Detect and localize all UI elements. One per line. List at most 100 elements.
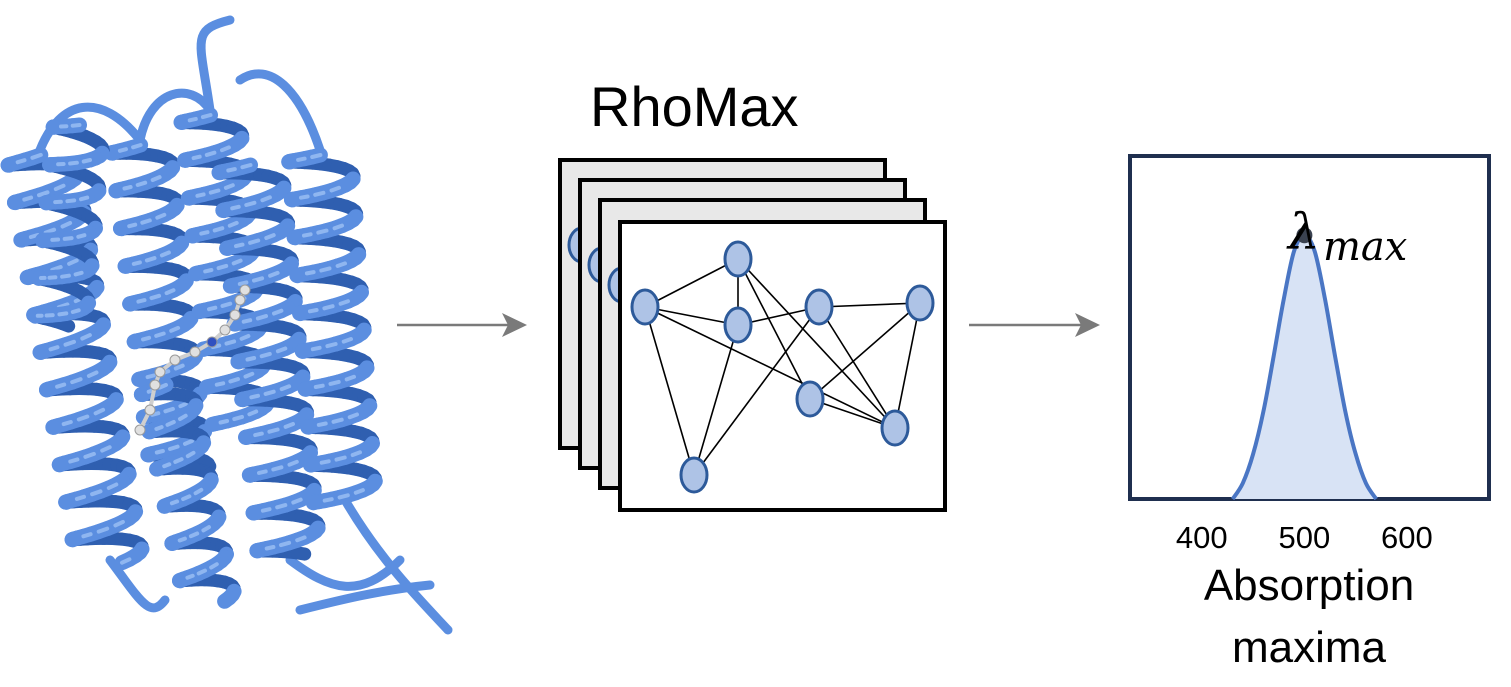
helix-highlight: [302, 232, 313, 238]
helix-highlight: [188, 531, 200, 539]
retinal-chromophore: [134, 284, 251, 436]
helix-highlight: [178, 413, 188, 421]
protein-loop: [340, 495, 453, 635]
helix-ribbon-segment: [55, 317, 76, 333]
helix-highlight: [228, 377, 240, 384]
spectrum-area: [1232, 235, 1377, 499]
helix-highlight: [299, 194, 310, 200]
helix-highlight: [181, 494, 192, 502]
helix-highlight: [253, 431, 264, 438]
helix-highlight: [57, 311, 69, 317]
x-tick-label: 400: [1176, 520, 1228, 555]
x-tick-labels: 400 500 600: [1176, 520, 1433, 555]
helix-highlight: [93, 407, 106, 416]
helix-highlight: [230, 204, 241, 211]
helix-highlight: [127, 222, 138, 229]
chromophore-atom: [169, 354, 181, 366]
helix-highlight: [263, 389, 276, 396]
helix-highlight: [214, 381, 226, 387]
helix-highlight: [131, 143, 143, 150]
chromophore-atom: [149, 379, 161, 391]
helix-highlight: [322, 497, 334, 503]
helix-highlight: [144, 256, 157, 263]
helix-highlight: [70, 377, 83, 385]
helix-highlight: [252, 276, 265, 283]
helix-highlight: [149, 293, 162, 301]
helix-ribbon-segment: [204, 416, 223, 432]
helix-highlight: [353, 488, 365, 495]
graph-edge: [644, 258, 739, 308]
helix-highlight: [226, 167, 237, 173]
helix-highlight: [338, 299, 350, 306]
transmembrane-helices: [0, 15, 453, 635]
helix-ribbon-segment: [305, 494, 323, 511]
protein-loop: [295, 580, 435, 615]
helix-highlight: [234, 242, 245, 249]
helix-highlight: [55, 382, 67, 389]
helix-highlight: [313, 190, 326, 197]
helix-highlight: [316, 421, 328, 427]
helix-highlight: [30, 152, 43, 160]
helix-highlight: [185, 450, 196, 459]
peak-label-lambda: λ: [1286, 203, 1320, 261]
helix-highlight: [76, 414, 90, 422]
helix-highlight: [15, 158, 27, 165]
helix-highlight: [220, 301, 233, 308]
helix-highlight: [243, 371, 255, 379]
helix-highlight: [195, 192, 206, 198]
helix-highlight: [150, 411, 161, 417]
helix-highlight: [268, 270, 280, 278]
helix-highlight: [191, 154, 202, 161]
helix-highlight: [159, 250, 171, 258]
x-tick-label: 500: [1279, 520, 1331, 555]
helix-highlight: [155, 212, 167, 220]
helix-highlight: [264, 545, 276, 551]
helix-highlight: [86, 370, 99, 378]
graph-edge: [644, 306, 695, 476]
helix-highlight: [135, 180, 148, 187]
graph-edge: [737, 258, 811, 400]
helix-highlight: [332, 223, 344, 231]
helix-highlight: [264, 233, 276, 240]
helix-highlight: [232, 414, 244, 422]
x-tick-label: 600: [1381, 520, 1433, 555]
graph-node: [723, 306, 753, 344]
chromophore-atom: [219, 324, 231, 336]
graph-edge: [818, 306, 896, 429]
helix-highlight: [244, 200, 257, 207]
protein-loop: [35, 102, 145, 155]
graph-card-stack: [558, 158, 947, 512]
helix-highlight: [140, 218, 152, 225]
helix-highlight: [279, 540, 292, 548]
helix-highlight: [260, 507, 272, 513]
helix-highlight: [60, 221, 73, 229]
helix-highlight: [272, 308, 284, 316]
helix-highlight: [53, 183, 66, 192]
helix-highlight: [255, 314, 268, 321]
helix-highlight: [183, 439, 194, 446]
helix-highlight: [216, 263, 229, 271]
helix-highlight: [169, 499, 180, 506]
helix-highlight: [43, 227, 57, 235]
helix-highlight: [201, 525, 211, 533]
graph-node: [880, 409, 910, 447]
helix-highlight: [249, 393, 260, 400]
helix-highlight: [208, 188, 221, 195]
chromophore-atom: [144, 404, 156, 416]
graph-edge: [693, 306, 820, 476]
graph-node: [905, 284, 935, 322]
chromophore-atom: [189, 346, 201, 358]
helix-highlight: [63, 339, 76, 347]
helix-highlight: [329, 185, 341, 193]
helix-highlight: [257, 469, 268, 475]
helix-highlight: [283, 422, 295, 429]
helix-highlight: [316, 228, 329, 235]
helix-highlight: [218, 419, 230, 425]
chromophore-atom: [239, 284, 251, 296]
helix-highlight: [347, 412, 359, 420]
helix-ribbon-segment: [201, 457, 217, 473]
protein-loop: [135, 88, 215, 145]
helix-highlight: [245, 356, 257, 362]
helix-highlight: [187, 116, 198, 123]
